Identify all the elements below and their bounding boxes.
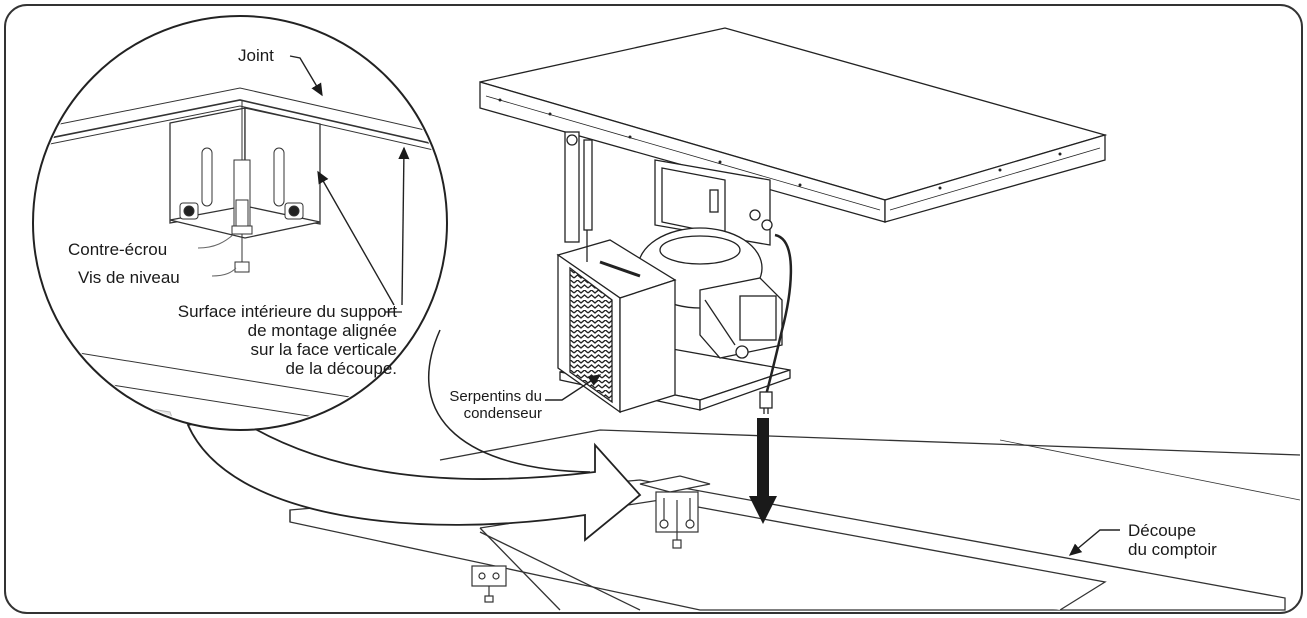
lower-bracket [471,565,507,603]
label-joint: Joint [238,46,274,65]
outer-frame [4,4,1303,614]
external-leaders [545,374,1120,556]
label-surface-line-2: de montage alignée [247,321,397,340]
label-serpentins-line-2: condenseur [463,405,542,422]
label-surface-line-3: sur la face verticale [250,340,397,359]
label-decoupe-line-2: du comptoir [1128,540,1217,559]
label-serpentins-line-1: Serpentins du [449,388,542,405]
label-contre-ecrou: Contre-écrou [68,240,168,259]
label-surface-line-1: Surface intérieure du support [177,302,397,321]
callout-arrow [186,414,642,542]
install-direction-arrow [749,418,777,524]
cutout-bracket [639,475,711,549]
label-decoupe-comptoir: Découpe du comptoir [1128,521,1217,559]
label-surface-interieure: Surface intérieure du support de montage… [178,302,397,378]
refrigeration-unit [479,27,1108,414]
label-serpentins: Serpentins du condenseur [449,388,542,422]
label-surface-line-4: de la découpe. [285,359,397,378]
callout-leader [428,329,591,473]
label-decoupe-line-1: Découpe [1128,521,1197,540]
label-vis-de-niveau: Vis de niveau [78,268,180,287]
magnifier-leaders [197,55,410,313]
